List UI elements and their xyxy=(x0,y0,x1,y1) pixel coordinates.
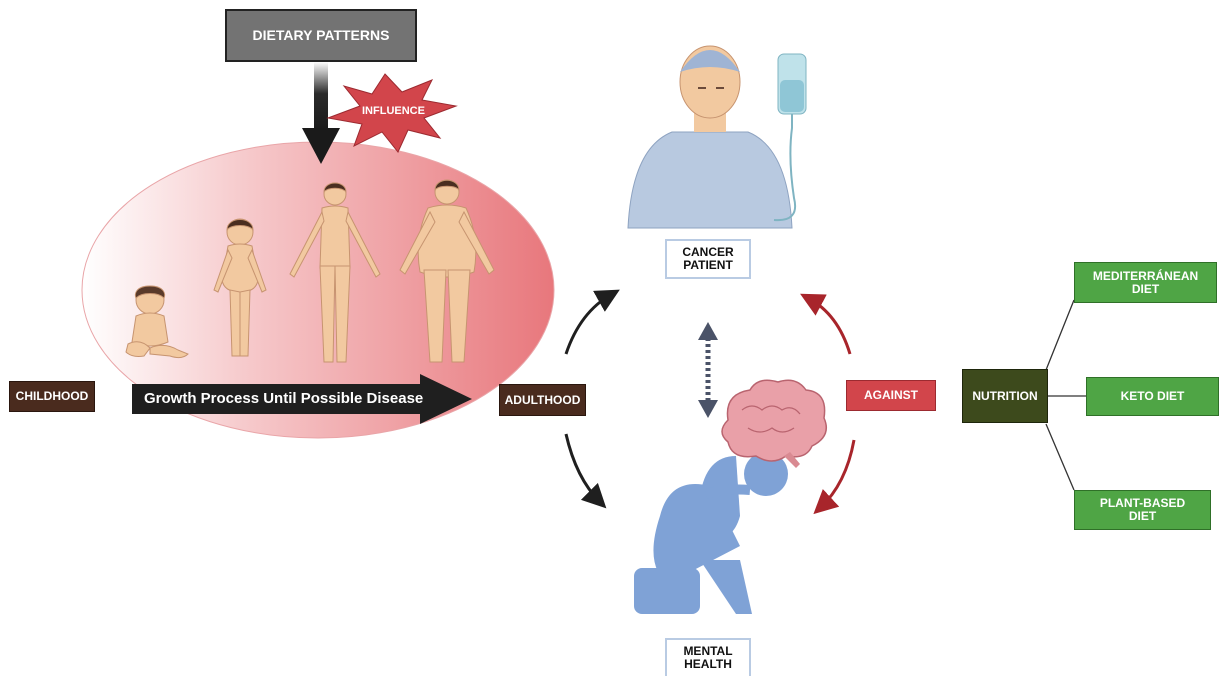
nutrition-connectors xyxy=(1045,299,1086,491)
growth-process-label: Growth Process Until Possible Disease xyxy=(144,390,424,407)
bidirectional-dashed-arrow xyxy=(698,322,718,418)
arrow-against-to-mental xyxy=(813,439,856,515)
mediterranean-diet-box: MEDITERRÁNEAN DIET xyxy=(1074,262,1217,303)
growth-arrow xyxy=(132,374,472,424)
baby-figure xyxy=(125,285,189,359)
plant-based-diet-box: PLANT-BASED DIET xyxy=(1074,490,1211,530)
mental-health-figure xyxy=(634,452,788,614)
influence-arrow xyxy=(302,62,340,164)
adulthood-box: ADULTHOOD xyxy=(499,384,586,416)
child-figure xyxy=(213,218,267,357)
against-box: AGAINST xyxy=(846,380,936,411)
adult-figure xyxy=(289,182,381,363)
influence-burst xyxy=(326,73,458,153)
arrow-adult-to-mental xyxy=(564,433,607,509)
nutrition-box: NUTRITION xyxy=(962,369,1048,423)
dietary-patterns-box: DIETARY PATTERNS xyxy=(225,9,417,62)
cancer-patient-figure xyxy=(627,45,793,229)
arrow-against-to-cancer xyxy=(800,293,852,355)
childhood-box: CHILDHOOD xyxy=(9,381,95,412)
cancer-patient-label: CANCER PATIENT xyxy=(665,239,751,279)
influence-label: INFLUENCE xyxy=(362,105,425,117)
arrow-adult-to-cancer xyxy=(564,289,620,355)
brain-image xyxy=(721,379,827,468)
keto-diet-box: KETO DIET xyxy=(1086,377,1219,416)
iv-bag xyxy=(773,53,807,222)
mental-health-label: MENTAL HEALTH xyxy=(665,638,751,676)
obese-adult-figure xyxy=(399,179,495,363)
